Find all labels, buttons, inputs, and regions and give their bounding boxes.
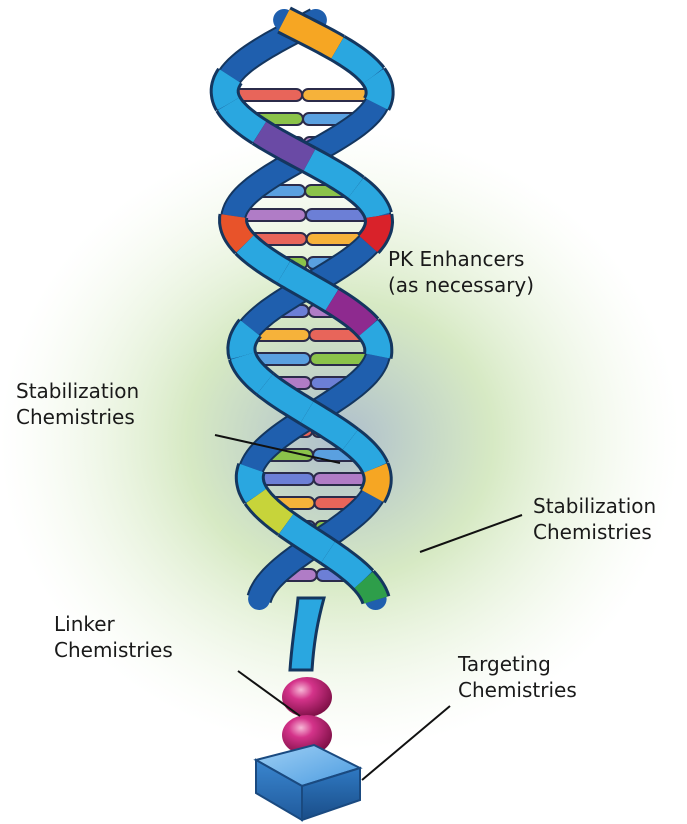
dna-front-strand-segment [368,216,379,244]
dna-front-strand-segment [241,328,250,356]
label-stabilization-left: Stabilization Chemistries [16,378,139,430]
label-linker-line2: Chemistries [54,637,173,663]
dna-front-strand-segment [373,76,379,104]
label-stabilization-left-line2: Chemistries [16,404,139,430]
label-linker-line1: Linker [54,611,173,637]
label-stabilization-right: Stabilization Chemistries [533,493,656,545]
dna-front-strand-segment [368,328,378,356]
label-pk-enhancers: PK Enhancers (as necessary) [388,246,534,298]
dna-front-strand-segment [233,216,245,244]
label-linker: Linker Chemistries [54,611,173,663]
label-targeting: Targeting Chemistries [458,651,577,703]
label-stabilization-right-line1: Stabilization [533,493,656,519]
linker-ball-top [282,677,332,717]
label-targeting-line1: Targeting [458,651,577,677]
targeting-cube [256,745,360,820]
dna-front-strand-segment [364,580,376,600]
label-stabilization-right-line2: Chemistries [533,519,656,545]
label-stabilization-left-line1: Stabilization [16,378,139,404]
dna-front-strand-segment [225,76,230,104]
label-targeting-line2: Chemistries [458,677,577,703]
label-pk-enhancers-line1: PK Enhancers [388,246,534,272]
dna-front-strand-segment [250,468,256,496]
dna-front-strand-segment [373,468,378,496]
label-pk-enhancers-line2: (as necessary) [388,272,534,298]
